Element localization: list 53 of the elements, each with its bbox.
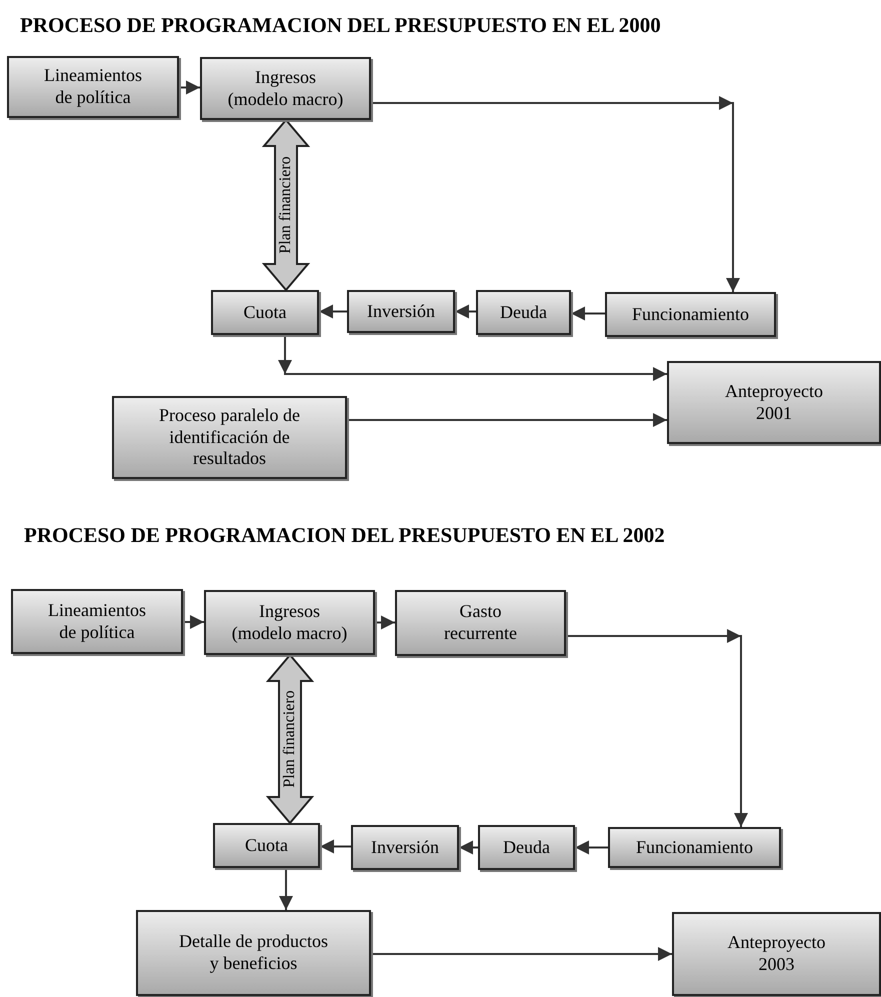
box-label: Inversión (367, 300, 435, 322)
diagram-title: PROCESO DE PROGRAMACION DEL PRESUPUESTO EN EL 2000 (20, 12, 662, 39)
box-label: Deuda (500, 302, 547, 324)
process-box (11, 589, 183, 654)
process-box (347, 290, 455, 333)
edge-label: Plan financiero (278, 156, 294, 254)
process-box (667, 361, 881, 444)
arrow (371, 947, 672, 961)
box-label: Gasto recurrente (443, 601, 518, 645)
diagram-heading: PROCESO DE PROGRAMACION DEL PRESUPUESTO EN EL 2002 (24, 522, 666, 549)
arrow (179, 80, 200, 94)
arrow (459, 840, 478, 854)
box-label: Inversión (371, 836, 439, 858)
box-label: Ingresos (modelo macro) (226, 66, 344, 110)
box-label: Cuota (244, 302, 286, 324)
arrow (566, 629, 748, 827)
process-box (672, 912, 881, 996)
box-label: Lineamientos de política (43, 65, 143, 109)
arrow (375, 616, 395, 630)
arrow (571, 306, 605, 320)
arrow (455, 304, 476, 318)
box-label: Funcionamiento (632, 304, 749, 326)
box-label: Funcionamiento (636, 836, 753, 858)
process-box (608, 827, 781, 868)
box-label: Anteproyecto 2001 (724, 380, 824, 424)
arrow (278, 335, 667, 381)
box-label: Detalle de productos y beneficios (178, 931, 329, 975)
process-box (395, 590, 566, 656)
process-box (351, 825, 459, 870)
process-box (204, 590, 375, 655)
process-box (476, 290, 571, 335)
process-box (605, 292, 776, 337)
process-box (200, 57, 371, 120)
process-box (7, 56, 179, 118)
process-box (478, 825, 575, 870)
box-label: Ingresos (modelo macro) (230, 600, 348, 644)
box-label: Lineamientos de política (47, 600, 147, 644)
box-label: Deuda (503, 836, 550, 858)
box-label: Proceso paralelo de identificación de resultados (158, 405, 301, 470)
arrow (371, 96, 740, 292)
arrow (320, 840, 351, 854)
process-box (112, 396, 347, 479)
box-label: Cuota (245, 834, 288, 856)
arrow (347, 413, 667, 427)
arrow (279, 868, 293, 910)
arrow (575, 840, 608, 854)
box-label: Anteproyecto 2003 (726, 932, 826, 976)
arrow (183, 615, 204, 629)
process-box (211, 290, 319, 335)
edge-label: Plan financiero (282, 690, 298, 788)
process-box (136, 910, 371, 996)
arrow (319, 304, 347, 318)
process-box (213, 823, 320, 868)
